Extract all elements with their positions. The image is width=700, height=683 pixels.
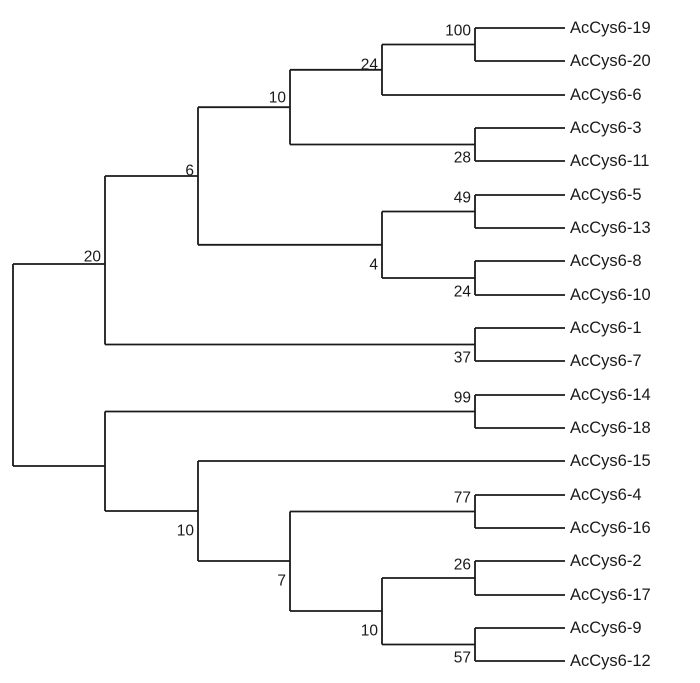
tip-label-accys6-8: AcCys6-8 (570, 251, 642, 270)
tip-label-accys6-13: AcCys6-13 (570, 218, 651, 237)
support-value-node-28: 28 (453, 149, 471, 167)
tip-label-accys6-10: AcCys6-10 (570, 285, 651, 304)
support-value-node-20: 20 (83, 248, 101, 266)
tip-label-accys6-6: AcCys6-6 (570, 85, 642, 104)
support-value-node-24a: 24 (360, 56, 378, 74)
tip-label-accys6-3: AcCys6-3 (570, 118, 642, 137)
support-value-node-10a: 10 (268, 89, 286, 107)
support-value-node-10c: 10 (360, 622, 378, 640)
tip-label-accys6-14: AcCys6-14 (570, 385, 651, 404)
support-value-node-77: 77 (453, 489, 471, 507)
tip-label-accys6-4: AcCys6-4 (570, 485, 642, 504)
tip-label-accys6-20: AcCys6-20 (570, 51, 651, 70)
tip-label-accys6-7: AcCys6-7 (570, 351, 642, 370)
support-value-node-99: 99 (453, 389, 471, 407)
support-value-node-26: 26 (453, 556, 471, 574)
support-value-node-37: 37 (453, 349, 471, 367)
tip-label-accys6-1: AcCys6-1 (570, 318, 642, 337)
branch-layer (12, 27, 565, 662)
support-value-node-4: 4 (369, 256, 378, 274)
tip-label-accys6-18: AcCys6-18 (570, 418, 651, 437)
support-value-node-100: 100 (445, 22, 471, 40)
support-value-node-57: 57 (453, 649, 471, 667)
support-value-node-10b: 10 (176, 522, 194, 540)
support-value-node-6: 6 (185, 162, 194, 180)
tip-label-accys6-15: AcCys6-15 (570, 451, 651, 470)
tip-label-accys6-17: AcCys6-17 (570, 585, 651, 604)
tip-label-accys6-19: AcCys6-19 (570, 18, 651, 37)
support-value-node-7: 7 (277, 572, 286, 590)
tip-label-accys6-16: AcCys6-16 (570, 518, 651, 537)
tip-label-accys6-2: AcCys6-2 (570, 551, 642, 570)
tip-label-accys6-5: AcCys6-5 (570, 185, 642, 204)
support-value-node-24b: 24 (453, 283, 471, 301)
tip-label-accys6-9: AcCys6-9 (570, 618, 642, 637)
tip-label-accys6-12: AcCys6-12 (570, 651, 651, 670)
support-value-node-49: 49 (453, 189, 471, 207)
tip-label-accys6-11: AcCys6-11 (570, 151, 650, 170)
